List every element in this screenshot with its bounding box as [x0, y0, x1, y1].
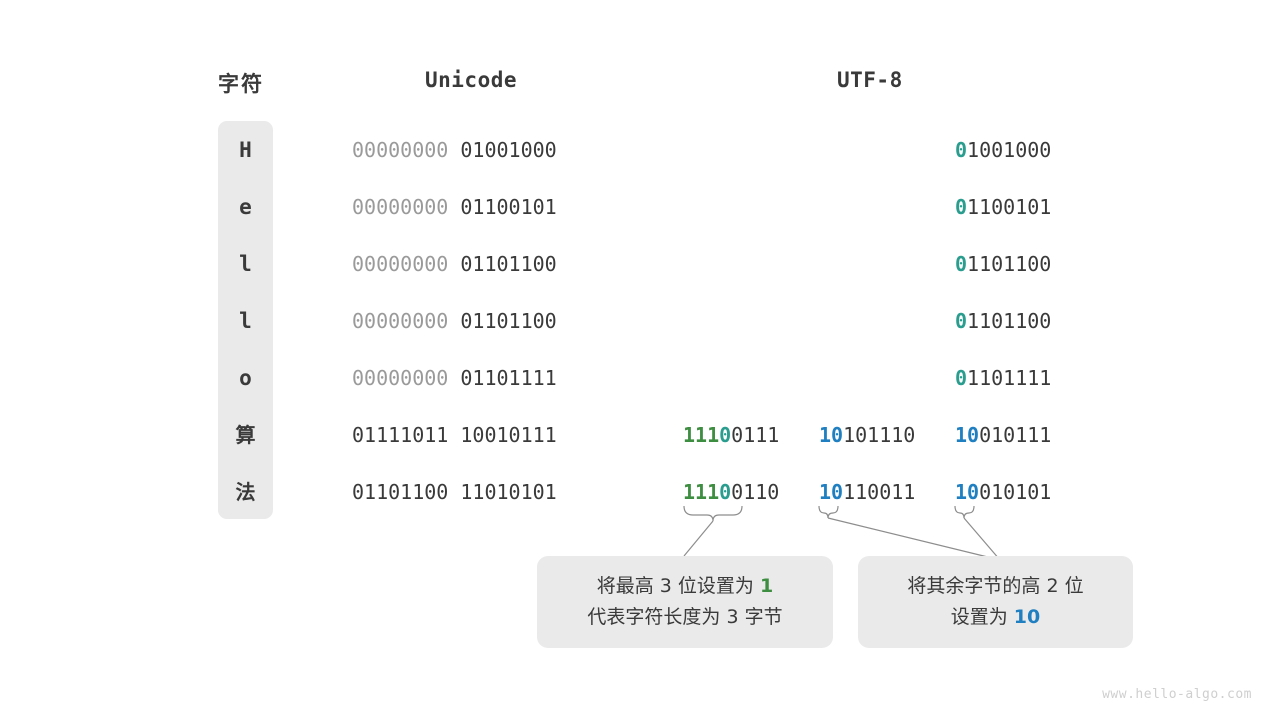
unicode-high-byte: 01111011	[352, 423, 449, 447]
character-cell: H	[239, 138, 252, 162]
unicode-high-byte: 01101100	[352, 480, 449, 504]
utf8-last-byte-payload: 1101100	[967, 252, 1052, 276]
unicode-binary-cell: 01101100 11010101	[352, 479, 557, 505]
unicode-low-byte: 10010111	[460, 423, 557, 447]
utf8-last-byte-payload: 010101	[979, 480, 1052, 504]
utf8-ascii-prefix: 0	[955, 309, 968, 333]
utf8-byte-2: 10110011	[819, 479, 915, 505]
callout-left-line1: 将最高 3 位设置为 1	[597, 571, 773, 602]
utf8-last-byte-payload: 010111	[979, 423, 1052, 447]
utf8-prefix-terminator: 0	[719, 480, 732, 504]
character-cell: l	[239, 252, 252, 276]
utf8-continuation-prefix: 10	[819, 423, 844, 447]
character-cell: o	[239, 366, 252, 390]
utf8-byte-1: 11100110	[683, 479, 779, 505]
unicode-high-byte: 00000000	[352, 138, 449, 162]
utf8-byte-3: 10010111	[955, 422, 1051, 448]
utf8-byte-2: 10101110	[819, 422, 915, 448]
character-cell: e	[239, 195, 252, 219]
callout-right-line2: 设置为 10	[951, 602, 1041, 633]
utf8-byte-1-payload: 0110	[731, 480, 780, 504]
callout-right-line1: 将其余字节的高 2 位	[907, 575, 1084, 597]
utf8-last-byte-payload: 1101111	[967, 366, 1052, 390]
unicode-high-byte: 00000000	[352, 309, 449, 333]
unicode-high-byte: 00000000	[352, 252, 449, 276]
column-header-unicode: Unicode	[425, 68, 518, 92]
character-cell: l	[239, 309, 252, 333]
unicode-low-byte: 01101100	[460, 252, 557, 276]
utf8-last-byte-payload: 1100101	[967, 195, 1052, 219]
unicode-binary-cell: 00000000 01001000	[352, 137, 557, 163]
utf8-byte-2-payload: 110011	[843, 480, 916, 504]
utf8-last-byte-payload: 1001000	[967, 138, 1052, 162]
utf8-ascii-prefix: 0	[955, 252, 968, 276]
utf8-continuation-prefix: 10	[819, 480, 844, 504]
utf8-byte-3: 10010101	[955, 479, 1051, 505]
unicode-high-byte: 00000000	[352, 195, 449, 219]
unicode-binary-cell: 00000000 01101111	[352, 365, 557, 391]
unicode-low-byte: 01101100	[460, 309, 557, 333]
utf8-last-byte-payload: 1101100	[967, 309, 1052, 333]
unicode-binary-cell: 01111011 10010111	[352, 422, 557, 448]
unicode-binary-cell: 00000000 01100101	[352, 194, 557, 220]
utf8-byte-single: 01101111	[955, 365, 1051, 391]
utf8-continuation-prefix: 10	[955, 423, 980, 447]
callout-right-line2-text: 设置为	[950, 606, 1014, 628]
utf8-byte-1: 11100111	[683, 422, 779, 448]
character-column-pill	[218, 121, 273, 519]
utf8-ascii-prefix: 0	[955, 138, 968, 162]
column-header-character: 字符	[218, 72, 264, 96]
column-header-utf8: UTF-8	[837, 68, 903, 92]
unicode-low-byte: 01001000	[460, 138, 557, 162]
unicode-binary-cell: 00000000 01101100	[352, 251, 557, 277]
utf8-byte-single: 01100101	[955, 194, 1051, 220]
callout-left-line2: 代表字符长度为 3 字节	[587, 606, 783, 628]
utf8-ascii-prefix: 0	[955, 195, 968, 219]
character-cell: 算	[235, 423, 256, 447]
utf8-ascii-prefix: 0	[955, 366, 968, 390]
utf8-byte-single: 01001000	[955, 137, 1051, 163]
callout-leading-bits: 将最高 3 位设置为 1 代表字符长度为 3 字节	[537, 556, 833, 648]
watermark: www.hello-algo.com	[1102, 687, 1252, 702]
unicode-low-byte: 11010101	[460, 480, 557, 504]
utf8-byte-2-payload: 101110	[843, 423, 916, 447]
unicode-binary-cell: 00000000 01101100	[352, 308, 557, 334]
utf8-prefix-terminator: 0	[719, 423, 732, 447]
unicode-low-byte: 01100101	[460, 195, 557, 219]
unicode-high-byte: 00000000	[352, 366, 449, 390]
unicode-low-byte: 01101111	[460, 366, 557, 390]
utf8-length-prefix: 111	[683, 480, 720, 504]
utf8-byte-single: 01101100	[955, 251, 1051, 277]
callout-continuation-bits: 将其余字节的高 2 位 设置为 10	[858, 556, 1133, 648]
callout-right-keyword: 10	[1013, 606, 1041, 628]
callout-left-line1-text: 将最高 3 位设置为	[596, 575, 760, 597]
callout-left-keyword: 1	[759, 575, 774, 597]
utf8-byte-1-payload: 0111	[731, 423, 780, 447]
utf8-byte-single: 01101100	[955, 308, 1051, 334]
utf8-length-prefix: 111	[683, 423, 720, 447]
utf8-continuation-prefix: 10	[955, 480, 980, 504]
character-cell: 法	[235, 480, 256, 504]
